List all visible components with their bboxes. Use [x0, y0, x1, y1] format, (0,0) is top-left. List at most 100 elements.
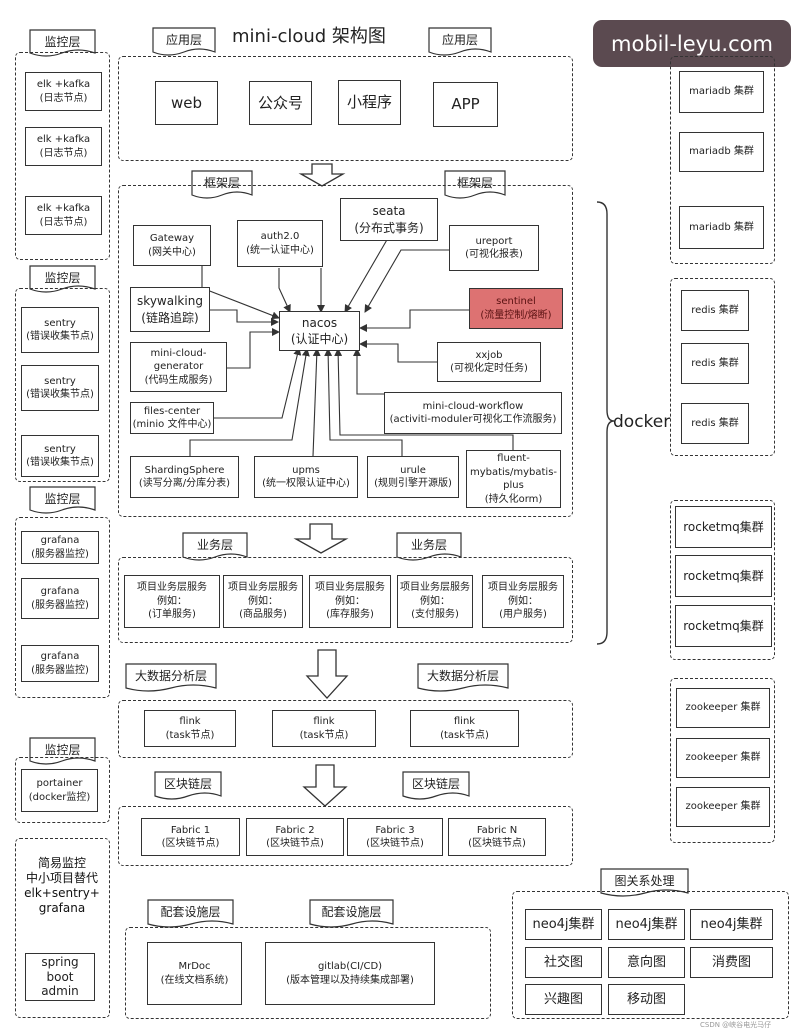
- flow-arrow-app-framework: [298, 163, 346, 187]
- business-order: 项目业务层服务 例如： (订单服务): [124, 575, 220, 628]
- flag-shapes: [29, 27, 689, 928]
- gitlab-box: gitlab(CI/CD) (版本管理以及持续集成部署): [265, 942, 435, 1005]
- portainer-box: portainer (docker监控): [21, 769, 98, 812]
- sentry-node-3: sentry (错误收集节点): [21, 435, 99, 477]
- graph-container: [512, 891, 789, 1019]
- redis-node-1: redis 集群: [681, 290, 749, 331]
- redis-cluster-container: [670, 278, 775, 456]
- flag-monitor-1: 监控层: [44, 34, 81, 49]
- page-title: mini-cloud 架构图: [232, 26, 386, 47]
- framework-layer-container: [118, 185, 573, 517]
- elk-node-3: elk +kafka (日志节点): [25, 196, 102, 235]
- files-center-box: files-center (minio 文件中心): [130, 402, 214, 434]
- neo4j-node-3: neo4j集群: [690, 909, 773, 940]
- sentinel-box: sentinel (流量控制/熔断): [469, 288, 563, 329]
- sentry-node-2: sentry (错误收集节点): [21, 365, 99, 411]
- app-web: web: [155, 81, 218, 125]
- app-mini-program: 小程序: [338, 80, 401, 125]
- mariadb-node-2: mariadb 集群: [679, 132, 764, 172]
- flag-bigdata-left: 大数据分析层: [134, 669, 207, 683]
- fabric-node-n: Fabric N (区块链节点): [448, 818, 546, 856]
- blockchain-layer-container: [118, 806, 573, 866]
- graph-mobile: 移动图: [608, 984, 685, 1015]
- facility-layer-container: [125, 927, 491, 1019]
- flag-blockchain-right: 区块链层: [411, 777, 460, 791]
- graph-social: 社交图: [525, 947, 602, 978]
- simple-monitor-text: 简易监控 中小项目替代 elk+sentry+ grafana: [24, 856, 100, 915]
- flag-facility-left: 配套设施层: [160, 905, 221, 919]
- nacos-connectors: [189, 237, 514, 457]
- flow-arrow-business-bigdata: [305, 649, 349, 699]
- upms-box: upms (统一权限认证中心): [254, 456, 358, 498]
- zookeeper-node-1: zookeeper 集群: [676, 688, 770, 728]
- urule-box: urule (规则引擎开源版): [367, 456, 459, 498]
- neo4j-node-1: neo4j集群: [525, 909, 602, 940]
- flag-monitor-2: 监控层: [44, 270, 81, 285]
- flag-blockchain-left: 区块链层: [163, 777, 212, 791]
- monitor-elk-container: [15, 52, 110, 260]
- mariadb-node-1: mariadb 集群: [679, 71, 764, 113]
- app-native: APP: [433, 82, 498, 127]
- generator-box: mini-cloud- generator (代码生成服务): [130, 342, 227, 392]
- ureport-box: ureport (可视化报表): [449, 225, 539, 271]
- zookeeper-cluster-container: [670, 678, 775, 843]
- rocketmq-cluster-container: [670, 500, 775, 660]
- skywalking-box: skywalking (链路追踪): [130, 287, 210, 332]
- seata-box: seata (分布式事务): [340, 198, 438, 241]
- fabric-node-1: Fabric 1 (区块链节点): [141, 818, 240, 856]
- flag-framework-right: 框架层: [456, 176, 493, 190]
- spring-boot-admin-box: spring boot admin: [25, 953, 95, 1001]
- flow-arrow-bigdata-blockchain: [302, 764, 348, 807]
- elk-node-1: elk +kafka (日志节点): [25, 72, 102, 111]
- mariadb-cluster-container: [670, 56, 775, 264]
- neo4j-node-2: neo4j集群: [608, 909, 685, 940]
- mrdoc-box: MrDoc (在线文档系统): [147, 942, 242, 1005]
- flow-arrow-framework-business: [293, 523, 349, 554]
- grafana-node-3: grafana (服务器监控): [21, 645, 99, 682]
- zookeeper-node-2: zookeeper 集群: [676, 738, 770, 778]
- docker-label: docker: [613, 412, 671, 432]
- grafana-node-2: grafana (服务器监控): [21, 578, 99, 619]
- watermark-badge: mobil-leyu.com: [593, 20, 791, 67]
- fabric-node-2: Fabric 2 (区块链节点): [246, 818, 344, 856]
- zookeeper-node-3: zookeeper 集群: [676, 787, 770, 827]
- flag-bigdata-right: 大数据分析层: [426, 669, 499, 683]
- auth-box: auth2.0 (统一认证中心): [237, 220, 323, 267]
- redis-node-2: redis 集群: [681, 343, 749, 384]
- business-payment: 项目业务层服务 例如： (支付服务): [397, 575, 473, 628]
- app-official-account: 公众号: [249, 81, 312, 125]
- business-product: 项目业务层服务 例如： (商品服务): [223, 575, 303, 628]
- flink-node-1: flink (task节点): [144, 710, 236, 747]
- csdn-credit: CSDN @峡谷电光马仔: [700, 1021, 772, 1029]
- grafana-node-1: grafana (服务器监控): [21, 531, 99, 564]
- bigdata-layer-container: [118, 700, 573, 758]
- monitor-portainer-container: [15, 757, 110, 823]
- rocketmq-node-1: rocketmq集群: [675, 506, 772, 548]
- flag-business-left: 业务层: [196, 538, 233, 552]
- app-layer-container: [118, 56, 573, 161]
- fluent-box: fluent- mybatis/mybatis- plus (持久化orm): [466, 450, 561, 508]
- flag-facility-right: 配套设施层: [321, 905, 382, 919]
- redis-node-3: redis 集群: [681, 403, 749, 444]
- mariadb-node-3: mariadb 集群: [679, 206, 764, 249]
- gateway-box: Gateway (网关中心): [133, 225, 211, 266]
- flag-graph: 图关系处理: [614, 874, 675, 888]
- flink-node-2: flink (task节点): [272, 710, 376, 747]
- sharding-box: ShardingSphere (读写分离/分库分表): [130, 456, 239, 498]
- graph-interest: 兴趣图: [525, 984, 602, 1015]
- flink-node-3: flink (task节点): [410, 710, 519, 747]
- xxjob-box: xxjob (可视化定时任务): [437, 342, 541, 382]
- flag-business-right: 业务层: [410, 538, 447, 552]
- flag-monitor-3: 监控层: [44, 491, 81, 506]
- flag-app-right: 应用层: [441, 33, 478, 47]
- fabric-node-3: Fabric 3 (区块链节点): [347, 818, 443, 856]
- flag-app-left: 应用层: [165, 33, 202, 47]
- workflow-box: mini-cloud-workflow (activiti-moduler可视化…: [384, 392, 562, 434]
- flag-monitor-4: 监控层: [44, 742, 81, 757]
- monitor-sentry-container: [15, 288, 110, 482]
- graph-consume: 消费图: [690, 947, 773, 978]
- nacos-box: nacos (认证中心): [279, 311, 360, 351]
- business-user: 项目业务层服务 例如： (用户服务): [482, 575, 564, 628]
